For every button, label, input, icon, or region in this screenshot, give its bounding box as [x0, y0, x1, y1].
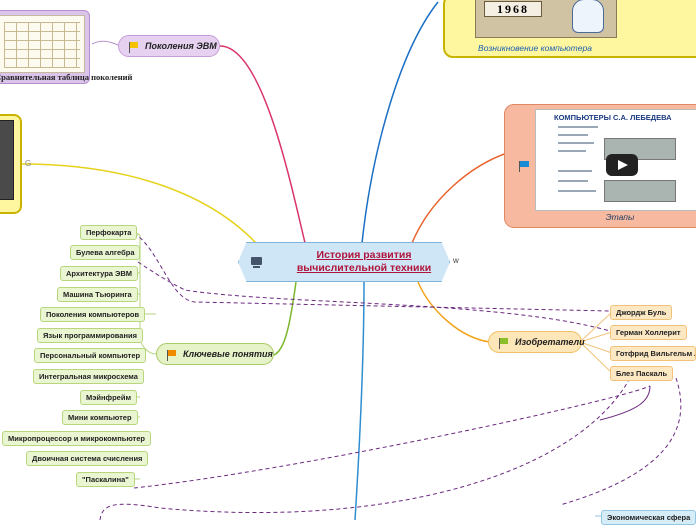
slide-title: КОМПЬЮТЕРЫ С.А. ЛЕБЕДЕВА [554, 113, 672, 122]
concept-item[interactable]: Двоичная система счисления [26, 451, 149, 466]
central-topic[interactable]: История развития вычислительной техники [238, 242, 450, 282]
concept-item[interactable]: Перфокарта [80, 225, 138, 240]
relation-pascaline-pascal [133, 385, 651, 489]
stages-card[interactable]: КОМПЬЮТЕРЫ С.А. ЛЕБЕДЕВА Этапы [504, 104, 696, 228]
topic-generations[interactable]: Поколения ЭВМ [118, 35, 220, 57]
topic-inventors-label: Изобретатели [515, 337, 585, 347]
origin-year: 1968 [484, 1, 542, 17]
flag-icon [519, 161, 529, 172]
concept-item[interactable]: Интегральная микросхема [33, 369, 144, 384]
flag-icon [499, 338, 508, 349]
monitor-icon [251, 257, 262, 268]
play-icon[interactable] [606, 154, 638, 176]
flag-icon [129, 42, 138, 53]
origin-card[interactable]: 1968 Возникновение компьютера [443, 0, 696, 58]
relation-bottom [99, 377, 631, 520]
inventor-item[interactable]: Блез Паскаль [610, 366, 674, 381]
link-key-concepts [273, 281, 297, 356]
inventor-item[interactable]: Готфрид Вильгельм Лейбниц [610, 346, 696, 361]
links-inventor-items [579, 311, 613, 374]
generations-table-card[interactable]: Сравнительная таблица поколений [0, 10, 133, 84]
economy-item[interactable]: Экономическая сфера [601, 510, 696, 525]
side-marker-w: w [453, 256, 459, 265]
relation-punchcard-hollerith [133, 232, 611, 312]
link-inventors [417, 281, 491, 343]
link-origin [361, 1, 439, 244]
concept-item[interactable]: Машина Тьюринга [57, 287, 138, 302]
link-down [354, 281, 365, 520]
origin-image: 1968 [475, 0, 617, 38]
concept-item[interactable]: Язык программирования [37, 328, 143, 343]
concept-item[interactable]: Мини компьютер [62, 410, 138, 425]
inventor-item[interactable]: Герман Холлерит [610, 325, 687, 340]
stages-video-thumbnail: КОМПЬЮТЕРЫ С.А. ЛЕБЕДЕВА [535, 109, 696, 211]
link-generations [219, 45, 306, 244]
concept-item[interactable]: Мэйнфрейм [80, 390, 138, 405]
link-generations-image [91, 40, 121, 47]
relation-arrow-pascal [599, 385, 651, 421]
stages-caption: Этапы [605, 212, 635, 222]
inventor-item[interactable]: Джордж Буль [610, 305, 673, 320]
relation-boolean-boole [137, 261, 611, 332]
link-stages [411, 151, 511, 244]
concept-item[interactable]: Микропроцессор и микрокомпьютер [2, 431, 151, 446]
left-card-image [0, 120, 14, 200]
link-marker-g: G [25, 159, 32, 168]
topic-key-concepts[interactable]: Ключевые понятия [156, 343, 274, 365]
concept-item[interactable]: Архитектура ЭВМ [60, 266, 139, 281]
generations-table-image [0, 15, 85, 73]
concept-item[interactable]: "Паскалина" [76, 472, 135, 487]
topic-inventors[interactable]: Изобретатели [488, 331, 585, 353]
left-image-card[interactable] [0, 114, 22, 214]
cartoon-character-icon [572, 0, 604, 33]
origin-caption: Возникновение компьютера [478, 43, 592, 53]
concept-item[interactable]: Булева алгебра [70, 245, 141, 260]
flag-icon [167, 350, 176, 361]
concept-item[interactable]: Поколения компьютеров [40, 307, 146, 322]
link-left-card [21, 163, 257, 244]
central-topic-title: История развития вычислительной техники [296, 249, 432, 274]
generations-table-caption: Сравнительная таблица поколений [0, 72, 133, 82]
topic-key-concepts-label: Ключевые понятия [183, 349, 273, 359]
topic-generations-label: Поколения ЭВМ [145, 41, 217, 51]
concept-item[interactable]: Персональный компьютер [34, 348, 147, 363]
relation-right [559, 377, 682, 506]
